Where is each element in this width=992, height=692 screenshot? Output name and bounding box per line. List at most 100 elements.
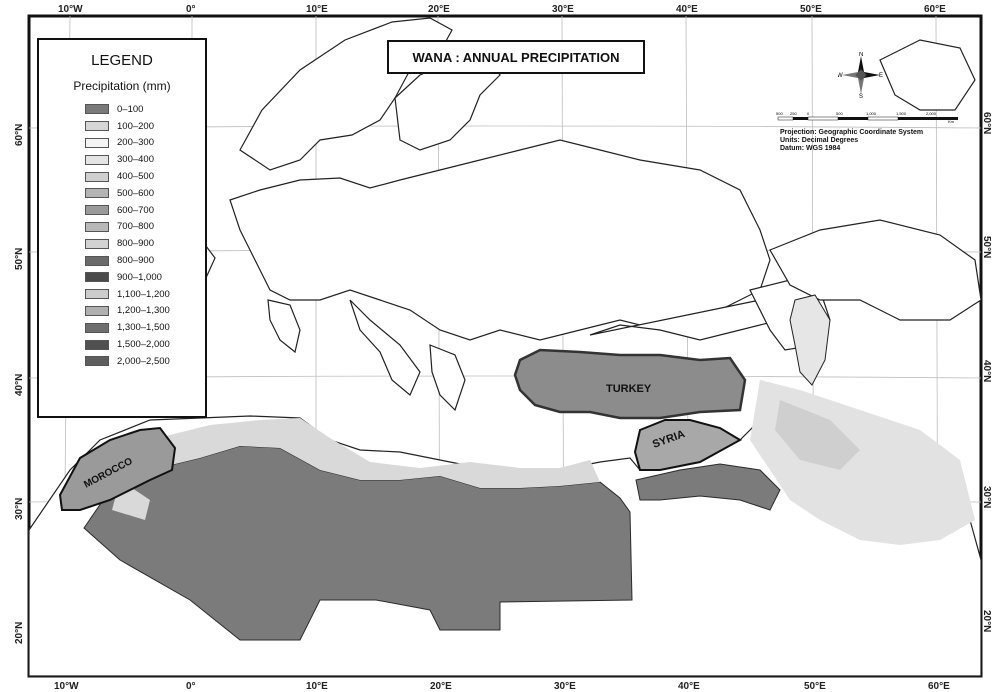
legend-label: 1,200–1,300 xyxy=(117,305,170,317)
scale-label: 1,500 xyxy=(896,111,907,116)
lon-label-bottom: 30°E xyxy=(554,681,576,692)
scale-label: 500 xyxy=(836,111,843,116)
legend-item: 0–100 xyxy=(85,101,205,118)
morocco-outline xyxy=(58,426,177,511)
legend-item: 400–500 xyxy=(85,168,205,185)
scale-label: 0 xyxy=(807,111,810,116)
legend-item: 300–400 xyxy=(85,151,205,168)
projection-line: Projection: Geographic Coordinate System xyxy=(780,129,924,136)
legend-swatch xyxy=(85,272,109,283)
scale-bar: 500 250 0 500 1,000 1,500 2,000 Km xyxy=(776,111,958,124)
lon-label-top: 0° xyxy=(186,4,196,15)
legend-label: 1,500–2,000 xyxy=(117,339,170,351)
legend-swatch xyxy=(85,238,109,249)
legend-label: 500–600 xyxy=(117,187,154,199)
lon-label-bottom: 10°W xyxy=(54,681,79,692)
legend-item: 2,000–2,500 xyxy=(85,353,205,370)
lon-label-top: 10°E xyxy=(306,4,328,15)
legend-label: 600–700 xyxy=(117,204,154,216)
legend: LEGEND Precipitation (mm) 0–100 100–200 20… xyxy=(37,38,207,418)
datum-line: Datum: WGS 1984 xyxy=(780,145,841,152)
caspian-sea xyxy=(789,294,831,386)
lon-label-top: 50°E xyxy=(800,4,822,15)
lon-label-top: 10°W xyxy=(58,4,83,15)
legend-swatch xyxy=(85,221,109,232)
lon-label-bottom: 20°E xyxy=(430,681,452,692)
lon-label-bottom: 10°E xyxy=(306,681,328,692)
lat-label-left: 30°N xyxy=(14,498,25,520)
legend-item: 200–300 xyxy=(85,135,205,152)
legend-item: 800–900 xyxy=(85,235,205,252)
europe-landmass xyxy=(129,17,982,412)
legend-label: 200–300 xyxy=(117,137,154,149)
lat-label-left: 60°N xyxy=(14,124,25,146)
legend-swatch xyxy=(85,356,109,367)
legend-swatch xyxy=(85,255,109,266)
compass-w: W xyxy=(838,73,843,79)
lat-label-right: 40°N xyxy=(981,360,992,382)
legend-item: 100–200 xyxy=(85,118,205,135)
legend-swatch xyxy=(85,171,109,182)
legend-label: 100–200 xyxy=(117,120,154,132)
legend-item: 700–800 xyxy=(85,219,205,236)
legend-label: 1,100–1,200 xyxy=(117,288,170,300)
lon-label-top: 40°E xyxy=(676,4,698,15)
lon-label-top: 60°E xyxy=(924,4,946,15)
lon-label-bottom: 40°E xyxy=(678,681,700,692)
legend-swatch xyxy=(85,188,109,199)
legend-label: 400–500 xyxy=(117,171,154,183)
syria-outline xyxy=(633,419,743,471)
legend-swatch xyxy=(85,154,109,165)
lat-label-right: 30°N xyxy=(981,486,992,508)
legend-label: 700–800 xyxy=(117,221,154,233)
legend-heading: LEGEND xyxy=(91,52,153,69)
turkey-outline xyxy=(513,348,747,420)
lat-label-left: 20°N xyxy=(14,622,25,644)
lon-label-top: 30°E xyxy=(552,4,574,15)
scale-label: 2,000 xyxy=(926,111,937,116)
legend-swatch xyxy=(85,322,109,333)
lat-label-left: 50°N xyxy=(14,248,25,270)
legend-swatch xyxy=(85,339,109,350)
scale-label: 500 xyxy=(776,111,783,116)
legend-item: 1,100–1,200 xyxy=(85,286,205,303)
legend-item: 900–1,000 xyxy=(85,269,205,286)
scale-label: 1,000 xyxy=(866,111,877,116)
scale-unit: Km xyxy=(948,119,955,124)
legend-label: 2,000–2,500 xyxy=(117,355,170,367)
legend-swatch xyxy=(85,137,109,148)
legend-label: 300–400 xyxy=(117,154,154,166)
lat-label-right: 20°N xyxy=(981,610,992,632)
legend-item: 1,500–2,000 xyxy=(85,336,205,353)
units-line: Units: Decimal Degrees xyxy=(780,137,859,144)
legend-label: 800–900 xyxy=(117,238,154,250)
turkey-label: TURKEY xyxy=(606,383,652,395)
projection-note: Projection: Geographic Coordinate System… xyxy=(780,129,923,153)
scale-label: 250 xyxy=(790,111,797,116)
lon-label-bottom: 60°E xyxy=(928,681,950,692)
legend-list: 0–100 100–200 200–300 300–400 400–500 500–600… xyxy=(85,101,205,370)
legend-item: 800–900 xyxy=(85,252,205,269)
compass-e: E xyxy=(879,73,883,79)
legend-swatch xyxy=(85,205,109,216)
north-arrow-icon: N S W E xyxy=(838,52,883,98)
lon-label-top: 20°E xyxy=(428,4,450,15)
lat-label-right: 60°N xyxy=(981,112,992,134)
iran-precipitation-shading xyxy=(750,380,975,545)
lat-label-right: 50°N xyxy=(981,236,992,258)
legend-label: 0–100 xyxy=(117,103,144,115)
legend-subheading: Precipitation (mm) xyxy=(73,79,171,93)
legend-swatch xyxy=(85,121,109,132)
legend-item: 600–700 xyxy=(85,202,205,219)
legend-swatch xyxy=(85,104,109,115)
legend-label: 1,300–1,500 xyxy=(117,322,170,334)
legend-swatch xyxy=(85,289,109,300)
legend-label: 900–1,000 xyxy=(117,271,162,283)
lon-label-bottom: 50°E xyxy=(804,681,826,692)
lat-label-left: 40°N xyxy=(14,374,25,396)
legend-swatch xyxy=(85,305,109,316)
compass-s: S xyxy=(859,94,863,98)
lon-label-bottom: 0° xyxy=(186,681,196,692)
legend-label: 800–900 xyxy=(117,255,154,267)
